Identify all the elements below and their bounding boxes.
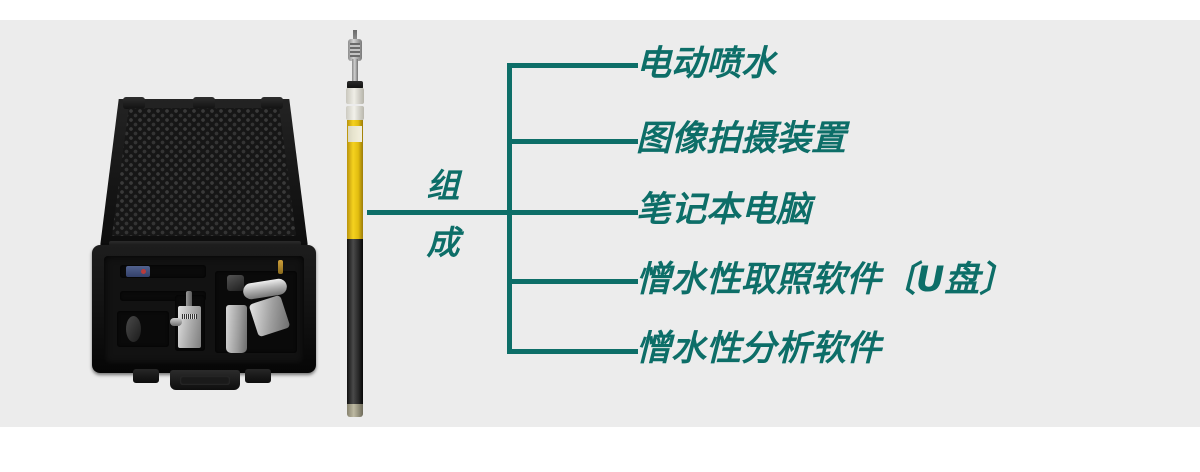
branch-line-4 <box>510 279 638 284</box>
lid-foam-padding <box>111 108 297 236</box>
diagram-root-label: 组 成 <box>408 158 478 272</box>
case-foot-right <box>245 369 271 383</box>
pole-black-section <box>347 239 363 406</box>
meter-knob <box>170 318 182 326</box>
blue-sensor-module <box>126 266 150 277</box>
pole-neck <box>352 59 358 83</box>
telescopic-pole-photo <box>340 30 370 422</box>
brass-pin-accessory <box>278 260 283 274</box>
case-handle <box>170 370 240 390</box>
pole-tip <box>353 30 357 43</box>
case-latch-center <box>193 97 215 109</box>
diagram-item-label-3: 笔记本电脑 <box>636 190 812 230</box>
case-latch-right <box>261 97 283 109</box>
diagram-item-label-4: 憎水性取照软件〔U盘〕 <box>636 260 1015 300</box>
pole-nozzle-head <box>348 39 362 61</box>
foam-cutout-b <box>120 291 206 301</box>
spray-gun-head <box>227 275 244 291</box>
carrying-case-photo <box>75 93 333 403</box>
pole-spec-label <box>348 126 362 142</box>
pole-joint-lower <box>346 106 364 120</box>
case-latch-left <box>123 97 145 109</box>
pole-joint-upper <box>346 88 364 104</box>
diagram-vertical-spine <box>507 63 512 354</box>
dark-oval-accessory <box>126 316 141 342</box>
handheld-meter <box>178 306 201 348</box>
foam-cutout-c <box>117 311 169 347</box>
branch-line-1 <box>510 63 638 68</box>
root-label-char-2: 成 <box>426 222 460 262</box>
diagram-root-stem <box>367 210 512 215</box>
diagram-item-label-1: 电动喷水 <box>636 44 777 84</box>
diagram-item-label-5: 憎水性分析软件 <box>636 329 882 369</box>
root-label-char-1: 组 <box>426 166 460 205</box>
branch-line-3 <box>510 210 638 215</box>
branch-line-5 <box>510 349 638 354</box>
branch-line-2 <box>510 139 638 144</box>
diagram-item-label-2: 图像拍摄装置 <box>636 119 847 159</box>
meter-stem <box>186 291 192 309</box>
pole-yellow-section <box>347 120 363 240</box>
case-foot-left <box>133 369 159 383</box>
pole-collar <box>347 81 363 89</box>
pole-end-cap <box>347 404 363 417</box>
spray-gun-grip <box>226 305 247 353</box>
